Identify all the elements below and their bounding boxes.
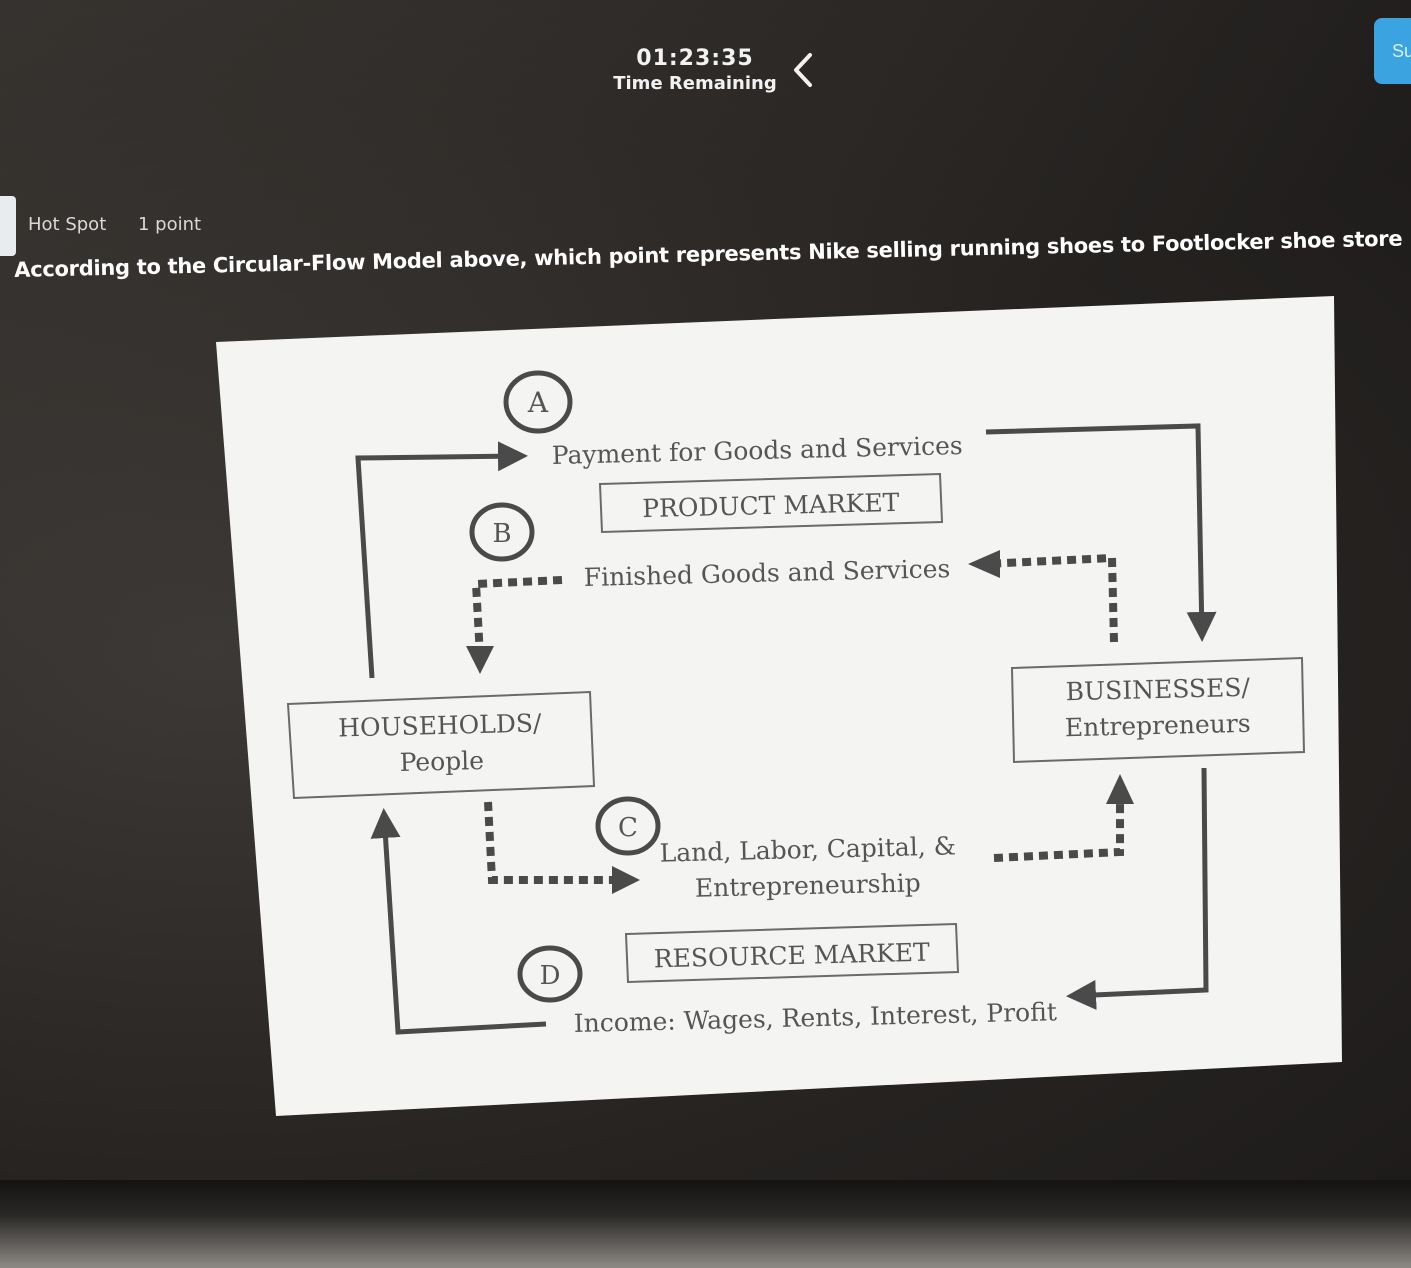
screen: 01:23:35 Time Remaining Submit Hot Spot … (0, 0, 1411, 1180)
monitor-bezel (0, 1180, 1411, 1268)
households-label-line1: HOUSEHOLDS/ (338, 709, 542, 743)
resource-market-label: RESOURCE MARKET (653, 938, 930, 974)
question-marker (0, 196, 16, 256)
goods-arrowhead-left (466, 646, 494, 674)
hotspot-point-a[interactable] (503, 370, 573, 434)
payment-flow-left (355, 441, 528, 679)
businesses-label-line2: Entrepreneurs (1065, 709, 1251, 743)
resources-label-line2: Entrepreneurship (695, 868, 921, 903)
product-market-box (598, 472, 944, 534)
timer: 01:23:35 Time Remaining (600, 46, 790, 94)
hotspot-point-b[interactable] (469, 502, 535, 562)
timer-label: Time Remaining (613, 73, 777, 94)
point-a-label: A (527, 386, 549, 419)
point-b-label: B (492, 519, 511, 549)
households-box (286, 690, 596, 800)
resources-flow-right (993, 802, 1124, 862)
circular-flow-diagram[interactable]: A B C D Payment for Goods and Services P… (216, 296, 1342, 1116)
timer-value: 01:23:35 (636, 46, 754, 71)
hotspot-point-c[interactable] (595, 796, 661, 856)
goods-flow-right (983, 553, 1118, 643)
chevron-left-icon (794, 53, 812, 87)
resources-label-line1: Land, Labor, Capital, & (659, 831, 956, 867)
point-d-label: D (540, 961, 561, 991)
point-c-label: C (618, 813, 638, 843)
collapse-button[interactable] (788, 50, 818, 90)
income-flow-right (1066, 767, 1209, 1010)
resource-market-box (624, 922, 960, 984)
submit-button[interactable]: Submit (1374, 18, 1411, 84)
income-flow-left (370, 808, 547, 1035)
payment-flow-right (985, 423, 1217, 642)
resources-arrowhead-right (1106, 774, 1134, 804)
question-points: 1 point (137, 214, 202, 235)
households-label-line2: People (399, 746, 484, 777)
question-type: Hot Spot (28, 214, 107, 235)
resources-flow-left (484, 801, 620, 884)
resources-arrowhead-left (612, 866, 640, 894)
businesses-box (1010, 656, 1306, 764)
diagram-svg: A B C D Payment for Goods and Services P… (216, 296, 1342, 1116)
hotspot-point-d[interactable] (517, 945, 583, 1003)
diagram-panel (216, 296, 1342, 1116)
question-meta: Hot Spot 1 point (28, 214, 227, 235)
goods-arrowhead-right (968, 550, 1000, 578)
businesses-label-line1: BUSINESSES/ (1065, 673, 1250, 707)
product-market-label: PRODUCT MARKET (642, 488, 900, 523)
